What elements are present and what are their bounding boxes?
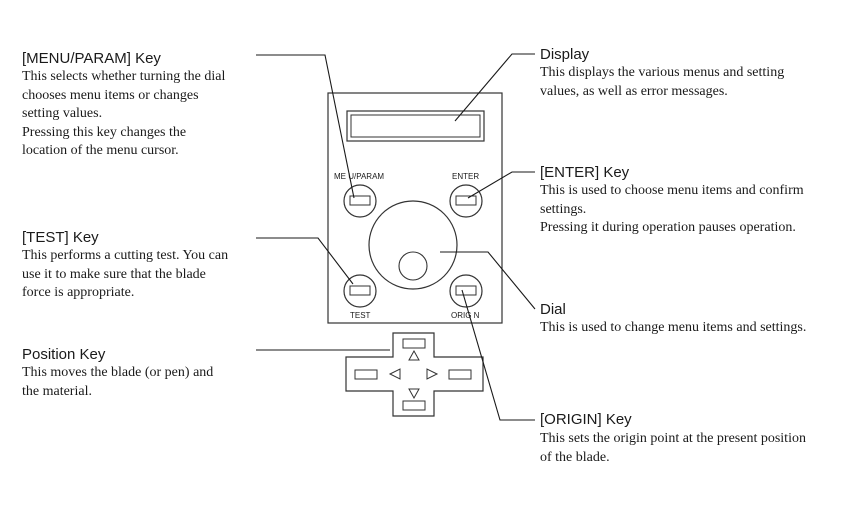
enter-key-description: This is used to choose menu items and co… [540, 183, 804, 235]
display-leader-line [454, 53, 535, 122]
panel-outline [327, 92, 503, 324]
display-description: This displays the various menus and sett… [540, 65, 785, 99]
menu-param-key[interactable] [343, 184, 377, 218]
test-key-description: This performs a cutting test. You can us… [22, 248, 229, 300]
position-up-button[interactable] [402, 338, 426, 349]
arrow-right-icon [426, 368, 439, 380]
position-key[interactable] [345, 332, 484, 417]
origin-panel-label: ORIG N [451, 311, 480, 320]
dial-description: This is used to change menu items and se… [540, 320, 807, 335]
test-key-title: [TEST] Key [22, 229, 99, 246]
arrow-left-icon [388, 368, 401, 380]
menu-param-key-title: [MENU/PARAM] Key [22, 50, 161, 67]
test-panel-label: TEST [350, 311, 371, 320]
arrow-down-icon [408, 388, 420, 400]
enter-key-title: [ENTER] Key [540, 164, 630, 181]
dial-title: Dial [540, 301, 566, 318]
position-key-description: This moves the blade (or pen) and the ma… [22, 365, 214, 399]
origin-key[interactable] [449, 274, 483, 308]
display-window [346, 110, 485, 142]
arrow-up-icon [408, 349, 420, 361]
menu-param-leader-line [256, 54, 355, 199]
enter-key[interactable] [449, 184, 483, 218]
test-leader-line [256, 237, 354, 285]
menu-param-panel-label: ME U/PARAM [334, 172, 384, 181]
position-down-button[interactable] [402, 400, 426, 411]
position-left-button[interactable] [354, 369, 378, 380]
origin-key-title: [ORIGIN] Key [540, 411, 632, 428]
dial-leader-line [440, 251, 536, 310]
position-right-button[interactable] [448, 369, 472, 380]
dial[interactable] [368, 200, 458, 290]
test-key[interactable] [343, 274, 377, 308]
menu-param-key-description: This selects whether turning the dial ch… [22, 69, 226, 158]
display-title: Display [540, 46, 590, 63]
enter-panel-label: ENTER [452, 172, 479, 181]
origin-key-description: This sets the origin point at the presen… [540, 431, 806, 465]
position-key-title: Position Key [22, 346, 106, 363]
origin-leader-line [461, 289, 535, 421]
enter-leader-line [467, 171, 535, 199]
